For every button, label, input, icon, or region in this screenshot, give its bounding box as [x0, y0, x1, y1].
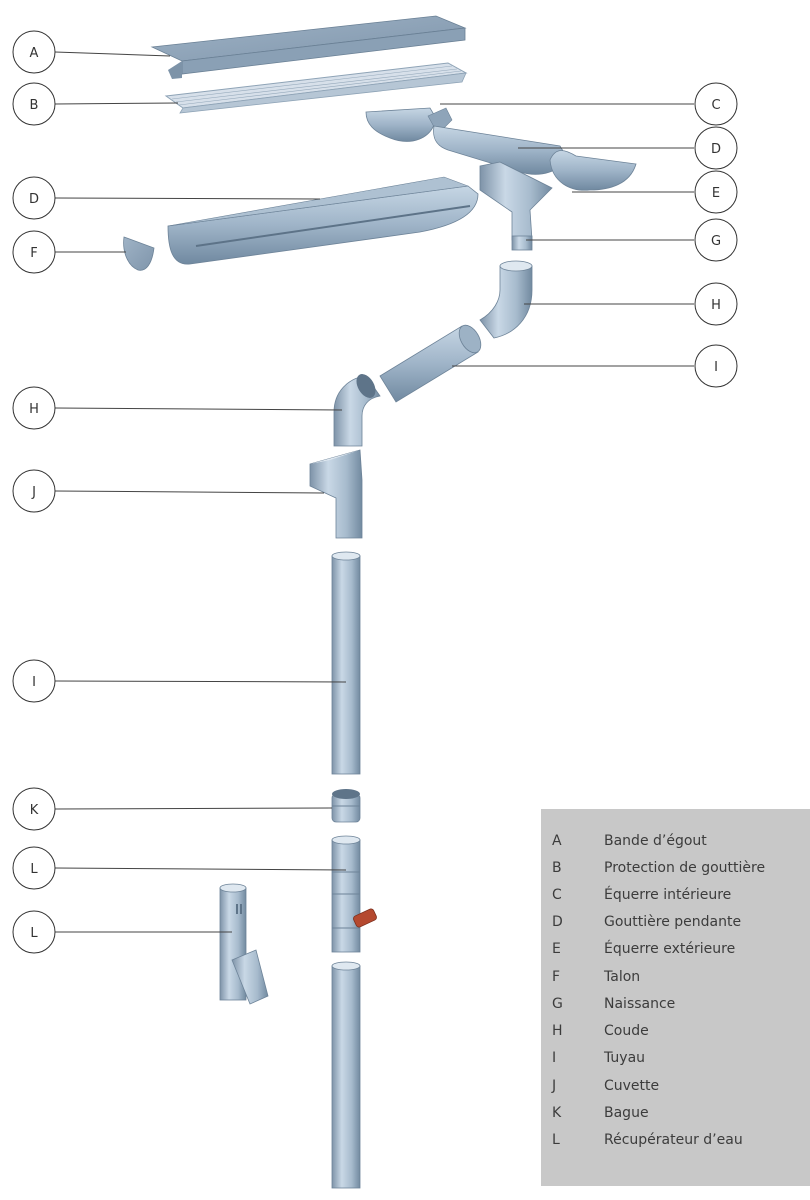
- callout-h-left: H: [12, 386, 56, 430]
- legend-item: E Équerre extérieure: [541, 941, 810, 961]
- legend-name: Cuvette: [604, 1078, 660, 1094]
- part-ring: [331, 789, 361, 823]
- legend-item: I Tuyau: [541, 1050, 810, 1070]
- legend-item: F Talon: [541, 969, 810, 989]
- part-downpipe-diagonal: [379, 324, 482, 403]
- legend-name: Protection de gouttière: [604, 860, 766, 876]
- part-drip-edge: [150, 15, 467, 79]
- legend-letter: H: [552, 1023, 563, 1039]
- legend-item: L Récupérateur d’eau: [541, 1132, 810, 1152]
- svg-text:H: H: [711, 298, 721, 313]
- legend-letter: C: [552, 887, 562, 903]
- legend-letter: I: [552, 1050, 557, 1066]
- part-elbow-upper: [479, 260, 533, 339]
- callout-i-left: I: [12, 659, 56, 703]
- svg-text:L: L: [30, 862, 38, 877]
- callout-l-upper: L: [12, 846, 56, 890]
- part-rain-collector-inline: [331, 835, 377, 953]
- svg-text:B: B: [30, 98, 39, 113]
- callout-d-right: D: [694, 126, 738, 170]
- callout-k: K: [12, 787, 56, 831]
- legend-letter: J: [552, 1078, 557, 1094]
- legend-letter: E: [552, 941, 561, 957]
- svg-text:A: A: [30, 46, 39, 61]
- legend-letter: D: [552, 914, 563, 930]
- callout-g: G: [694, 218, 738, 262]
- part-gutter-guard: [164, 62, 468, 114]
- legend-item: J Cuvette: [541, 1078, 810, 1098]
- callout-e: E: [694, 170, 738, 214]
- callout-a: A: [12, 30, 56, 74]
- legend-letter: K: [552, 1105, 562, 1121]
- svg-text:F: F: [30, 246, 37, 261]
- legend-item: K Bague: [541, 1105, 810, 1125]
- legend-item: C Équerre intérieure: [541, 887, 810, 907]
- legend-item: A Bande d’égout: [541, 833, 810, 853]
- legend-name: Récupérateur d’eau: [604, 1132, 743, 1148]
- svg-text:K: K: [30, 803, 39, 818]
- legend-letter: L: [552, 1132, 560, 1148]
- part-rain-collector-side: [219, 883, 269, 1005]
- part-end-cap: [123, 236, 155, 271]
- part-downpipe-bottom: [331, 961, 361, 1189]
- legend-name: Équerre extérieure: [604, 941, 736, 957]
- leader-lines: [54, 51, 694, 933]
- legend-name: Bande d’égout: [604, 833, 707, 849]
- svg-text:H: H: [29, 402, 39, 417]
- legend-item: H Coude: [541, 1023, 810, 1043]
- svg-text:J: J: [31, 485, 36, 500]
- svg-text:D: D: [711, 142, 721, 157]
- part-downpipe-vertical: [331, 551, 361, 775]
- legend-name: Gouttière pendante: [604, 914, 742, 930]
- callout-c: C: [694, 82, 738, 126]
- svg-text:E: E: [712, 186, 720, 201]
- part-hopper: [309, 449, 363, 539]
- svg-text:L: L: [30, 926, 38, 941]
- svg-text:G: G: [711, 234, 721, 249]
- part-outer-corner: [549, 150, 637, 191]
- callout-j: J: [12, 469, 56, 513]
- legend-letter: F: [552, 969, 561, 985]
- legend-name: Bague: [604, 1105, 649, 1121]
- callout-h-right: H: [694, 282, 738, 326]
- legend-name: Naissance: [604, 996, 676, 1012]
- callout-f: F: [12, 230, 56, 274]
- svg-text:I: I: [32, 675, 36, 690]
- legend-name: Tuyau: [604, 1050, 646, 1066]
- legend-item: G Naissance: [541, 996, 810, 1016]
- callout-l-lower: L: [12, 910, 56, 954]
- svg-text:I: I: [714, 360, 718, 375]
- callout-i-right: I: [694, 344, 738, 388]
- legend-item: D Gouttière pendante: [541, 914, 810, 934]
- legend-name: Talon: [604, 969, 641, 985]
- legend-item: B Protection de gouttière: [541, 860, 810, 880]
- part-outlet: [479, 161, 553, 251]
- svg-text:C: C: [711, 98, 720, 113]
- callout-b: B: [12, 82, 56, 126]
- part-hanging-gutter-long: [167, 176, 479, 265]
- legend-letter: B: [552, 860, 562, 876]
- legend-letter: A: [552, 833, 562, 849]
- part-elbow-lower: [333, 374, 381, 447]
- legend-name: Coude: [604, 1023, 649, 1039]
- svg-text:D: D: [29, 192, 39, 207]
- legend-name: Équerre intérieure: [604, 887, 732, 903]
- legend-letter: G: [552, 996, 563, 1012]
- callout-d-left: D: [12, 176, 56, 220]
